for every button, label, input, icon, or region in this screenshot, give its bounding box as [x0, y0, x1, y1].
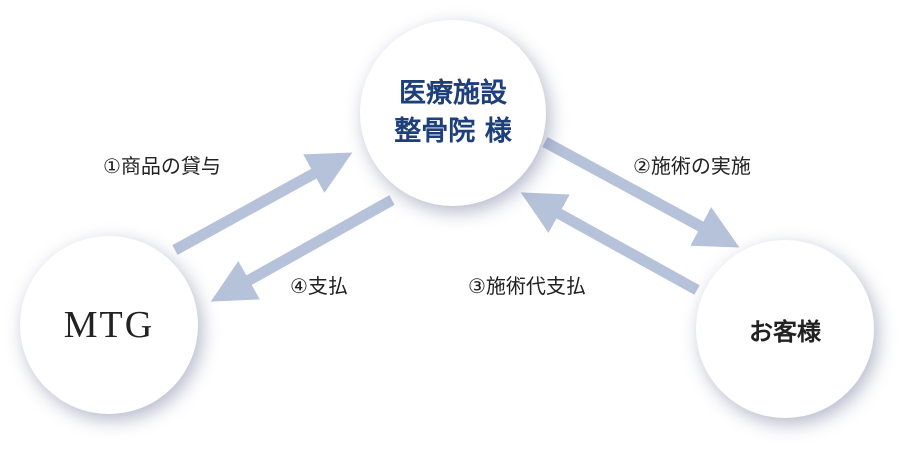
arrow-treatment-fee — [520, 192, 700, 295]
flow-label-payment: ④支払 — [290, 274, 348, 298]
arrow-lend — [172, 152, 353, 255]
flow-label-lend: ①商品の貸与 — [103, 154, 221, 178]
arrow-treatment — [542, 137, 740, 248]
mtg-label: MTG — [63, 304, 155, 346]
flow-label-treatment-fee: ③施術代支払 — [468, 274, 586, 298]
clinic-line2: 整骨院 様 — [394, 116, 512, 147]
node-clinic: 医療施設 整骨院 様 — [360, 20, 546, 206]
node-mtg: MTG — [20, 236, 198, 414]
clinic-line1: 医療施設 — [399, 78, 507, 109]
flow-label-treatment: ②施術の実施 — [633, 154, 751, 178]
customer-label: お客様 — [749, 317, 821, 346]
node-customer: お客様 — [696, 240, 874, 418]
arrow-payment — [210, 195, 395, 302]
